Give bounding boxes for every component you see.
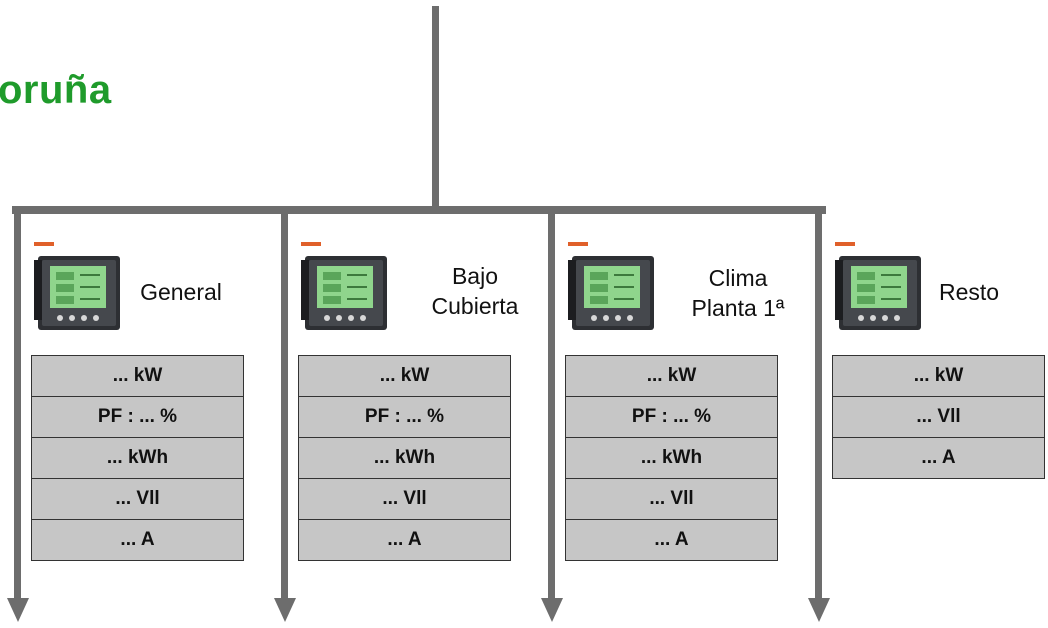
- measurement-cell: PF : ... %: [566, 396, 777, 437]
- arrow-down-icon: [274, 598, 296, 622]
- feeder-label-line: Resto: [938, 279, 1000, 305]
- measurement-cell: PF : ... %: [299, 396, 510, 437]
- measurement-cell: ... A: [299, 519, 510, 560]
- measurement-cell: ... kWh: [32, 437, 243, 478]
- measurement-table-general: ... kW PF : ... % ... kWh ... Vll ... A: [31, 355, 244, 561]
- measurement-cell: PF : ... %: [32, 396, 243, 437]
- measurement-table-clima: ... kW PF : ... % ... kWh ... Vll ... A: [565, 355, 778, 561]
- measurement-cell: ... kW: [833, 356, 1044, 396]
- feeder-line-clima: [548, 206, 555, 602]
- feeder-label-general: General: [126, 277, 236, 307]
- measurement-table-bajo-cubierta: ... kW PF : ... % ... kWh ... Vll ... A: [298, 355, 511, 561]
- measurement-cell: ... Vll: [566, 478, 777, 519]
- measurement-cell: ... A: [32, 519, 243, 560]
- power-meter-icon: [835, 240, 921, 332]
- feeder-label-line: Planta 1ª: [691, 295, 785, 321]
- measurement-cell: ... A: [566, 519, 777, 560]
- feeder-label-line: Clima: [708, 265, 768, 291]
- measurement-cell: ... Vll: [32, 478, 243, 519]
- power-meter-icon: [301, 240, 387, 332]
- feeder-label-line: General: [140, 279, 222, 305]
- arrow-down-icon: [808, 598, 830, 622]
- arrow-down-icon: [7, 598, 29, 622]
- feeder-label-resto: Resto: [924, 277, 1014, 307]
- measurement-cell: ... kW: [299, 356, 510, 396]
- power-meter-icon: [34, 240, 120, 332]
- main-bus-horizontal: [12, 206, 826, 214]
- measurement-table-resto: ... kW ... Vll ... A: [832, 355, 1045, 479]
- feeder-label-line: Cubierta: [431, 293, 519, 319]
- feeder-label-line: Bajo: [451, 263, 499, 289]
- power-meter-icon: [568, 240, 654, 332]
- feeder-line-bajo-cubierta: [281, 206, 288, 602]
- measurement-cell: ... kWh: [566, 437, 777, 478]
- arrow-down-icon: [541, 598, 563, 622]
- measurement-cell: ... kWh: [299, 437, 510, 478]
- feeder-line-general: [14, 206, 21, 602]
- feeder-line-resto: [815, 206, 822, 602]
- page-title: oruña: [0, 68, 112, 112]
- main-bus-vertical: [432, 6, 439, 209]
- feeder-label-clima: Clima Planta 1ª: [673, 263, 803, 323]
- measurement-cell: ... A: [833, 437, 1044, 478]
- measurement-cell: ... Vll: [833, 396, 1044, 437]
- measurement-cell: ... kW: [32, 356, 243, 396]
- feeder-label-bajo-cubierta: Bajo Cubierta: [412, 261, 538, 321]
- measurement-cell: ... Vll: [299, 478, 510, 519]
- measurement-cell: ... kW: [566, 356, 777, 396]
